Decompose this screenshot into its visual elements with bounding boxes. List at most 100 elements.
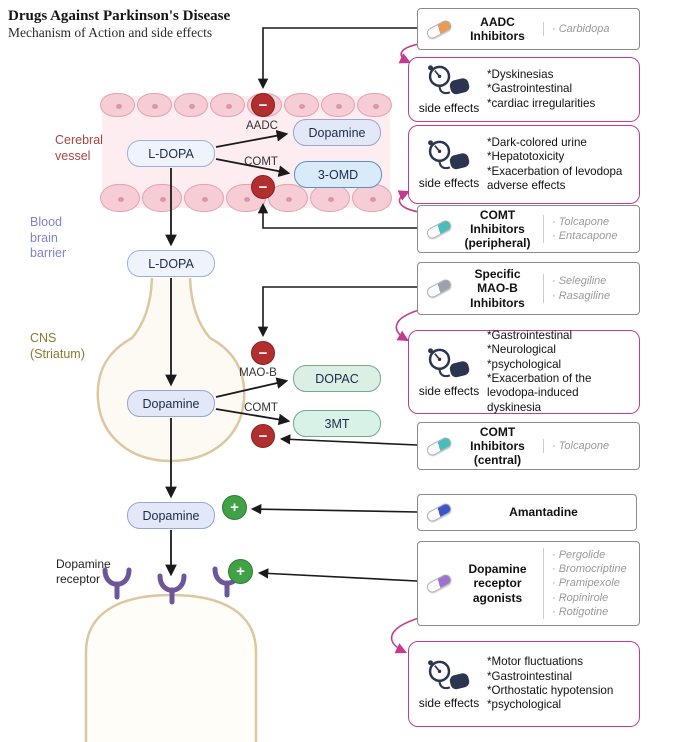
side-effect-item: *Exacerbation of levodopa adverse effect…: [487, 164, 623, 192]
drug-box-maob-inhibitors: Specific MAO-B Inhibitors · Selegiline ·…: [417, 262, 640, 315]
side-effects-box-comt-peripheral: side effects *Dark-colored urine *Hepato…: [408, 125, 640, 204]
drug-class-name: COMT Inhibitors (peripheral): [464, 207, 531, 251]
side-effect-item: *psychological: [487, 698, 562, 712]
side-effects-box-aadc: side effects *Dyskinesias *Gastrointesti…: [408, 57, 640, 122]
drug-examples-list: · Pergolide · Bromocriptine · Pramipexol…: [543, 547, 631, 620]
title-line-1: Drugs Against Parkinson's Disease: [8, 8, 231, 24]
drug-box-comt-inhibitors-peripheral: COMT Inhibitors (peripheral) · Tolcapone…: [417, 205, 640, 253]
node-ldopa-cns: L-DOPA: [127, 250, 215, 277]
connector-maob-inhibitors: [257, 286, 417, 338]
enzyme-label-comt-peripheral: COMT: [244, 156, 278, 168]
side-effect-item: *Dyskinesias: [487, 67, 554, 81]
node-dopamine-synaptic: Dopamine: [127, 502, 215, 529]
side-effects-box-agonists: side effects *Motor fluctuations *Gastro…: [408, 641, 640, 727]
blood-pressure-monitor-icon: [428, 65, 470, 95]
inhibition-sign-comt-peripheral: −: [251, 175, 275, 199]
side-effect-item: *cardiac irregularities: [487, 96, 596, 110]
drug-example: · Pramipexole: [552, 577, 620, 590]
side-effects-label: side effects: [418, 695, 480, 710]
pill-icon: [424, 572, 454, 595]
stimulation-sign-amantadine: +: [222, 495, 247, 520]
pill-icon: [424, 277, 454, 300]
drug-example: · Rotigotine: [552, 605, 609, 618]
connector-aadc-inhibitors: [257, 27, 417, 90]
endothelial-cell: [184, 184, 224, 212]
side-effect-item: *Dark-colored urine: [487, 135, 587, 149]
side-effects-list: *Motor fluctuations *Gastrointestinal *O…: [487, 655, 631, 713]
inhibition-sign-maob: −: [251, 341, 275, 365]
arrow-maob: [215, 377, 289, 398]
diagram-title: Drugs Against Parkinson's Disease Mechan…: [8, 8, 278, 41]
presynaptic-neuron: [96, 277, 246, 463]
connector-amantadine: [250, 503, 418, 515]
drug-example: · Entacapone: [552, 230, 618, 242]
endothelial-cell: [357, 93, 392, 117]
node-dopamine-cns: Dopamine: [127, 390, 215, 417]
side-effect-item: *Gastrointestinal: [487, 328, 573, 342]
drug-example: · Bromocriptine: [552, 563, 627, 576]
endothelial-cell: [100, 184, 140, 212]
pill-icon: [424, 18, 454, 40]
stimulation-sign-agonists: +: [228, 559, 253, 584]
drug-class-name: AADC Inhibitors: [470, 14, 525, 43]
label-cns-striatum: CNS (Striatum): [30, 331, 85, 361]
side-effect-item: *Gastrointestinal: [487, 669, 573, 683]
drug-examples-list: · Tolcapone · Entacapone: [543, 214, 631, 244]
drug-examples-list: · Carbidopa: [543, 21, 631, 37]
title-line-2: Mechanism of Action and side effects: [8, 25, 213, 40]
side-effect-item: *Exacerbation of the levodopa-induced dy…: [487, 372, 592, 414]
connector-comt-central: [279, 434, 418, 446]
drug-box-aadc-inhibitors: AADC Inhibitors · Carbidopa: [417, 8, 640, 50]
blood-pressure-monitor-icon: [428, 347, 470, 377]
side-effects-list: *Dark-colored urine *Hepatotoxicity *Exa…: [487, 136, 631, 194]
node-dopamine-vessel: Dopamine: [293, 119, 381, 146]
label-blood-brain-barrier: Blood brain barrier: [30, 215, 67, 261]
enzyme-label-maob: MAO-B: [239, 367, 277, 379]
side-effect-item: *Hepatotoxicity: [487, 150, 565, 164]
inhibition-sign-aadc: −: [251, 93, 275, 117]
drug-example: · Pergolide: [552, 548, 606, 561]
pill-icon: [424, 218, 454, 240]
side-effects-list: *Dyskinesias *Gastrointestinal *cardiac …: [487, 68, 631, 111]
side-effect-item: *Neurological: [487, 343, 556, 357]
drug-examples-list: · Selegiline · Rasagiline: [543, 274, 631, 303]
endothelial-cell: [283, 93, 319, 117]
blood-pressure-monitor-icon: [428, 659, 470, 689]
drug-class-name: COMT Inhibitors (central): [470, 424, 525, 468]
endothelial-cell-row-top: [100, 93, 392, 117]
side-effects-label: side effects: [418, 176, 480, 190]
drug-example: · Ropinirole: [552, 591, 609, 604]
node-ldopa-vessel: L-DOPA: [127, 140, 215, 167]
postsynaptic-neuron: [84, 593, 258, 742]
drug-example: · Rasagiline: [552, 289, 611, 302]
side-effect-item: *psychological: [487, 357, 562, 371]
endothelial-cell-row-bottom: [100, 184, 392, 212]
pill-icon: [424, 501, 454, 524]
drug-class-name: Dopamine receptor agonists: [468, 562, 527, 605]
side-effects-box-maob: side effects *Gastrointestinal *Neurolog…: [408, 329, 640, 416]
side-effect-item: *Motor fluctuations: [487, 655, 584, 669]
endothelial-cell: [136, 93, 172, 117]
endothelial-cell: [310, 184, 350, 212]
endothelial-cell: [142, 184, 182, 212]
drug-class-name: Specific MAO-B Inhibitors: [470, 267, 525, 310]
node-3omd: 3-OMD: [294, 161, 382, 188]
pill-icon: [424, 435, 454, 457]
drug-example: · Carbidopa: [552, 22, 610, 35]
side-effects-label: side effects: [418, 383, 480, 398]
side-effects-label: side effects: [418, 101, 480, 115]
drug-example: · Selegiline: [552, 275, 607, 288]
endothelial-cell: [100, 93, 135, 117]
drug-example: · Tolcapone: [552, 439, 610, 452]
endothelial-cell: [320, 93, 356, 117]
side-effect-item: *Orthostatic hypotension: [487, 684, 614, 697]
endothelial-cell: [352, 184, 392, 212]
side-effects-list: *Gastrointestinal *Neurological *psychol…: [487, 329, 631, 416]
drug-examples-list: · Tolcapone: [543, 438, 631, 454]
label-dopamine-receptor: Dopamine receptor: [56, 557, 111, 586]
label-cerebral-vessel: Cerebral vessel: [55, 133, 103, 163]
side-effect-item: *Gastrointestinal: [487, 82, 573, 96]
drug-example: · Tolcapone: [552, 215, 610, 228]
drug-class-name: Amantadine: [509, 505, 578, 520]
